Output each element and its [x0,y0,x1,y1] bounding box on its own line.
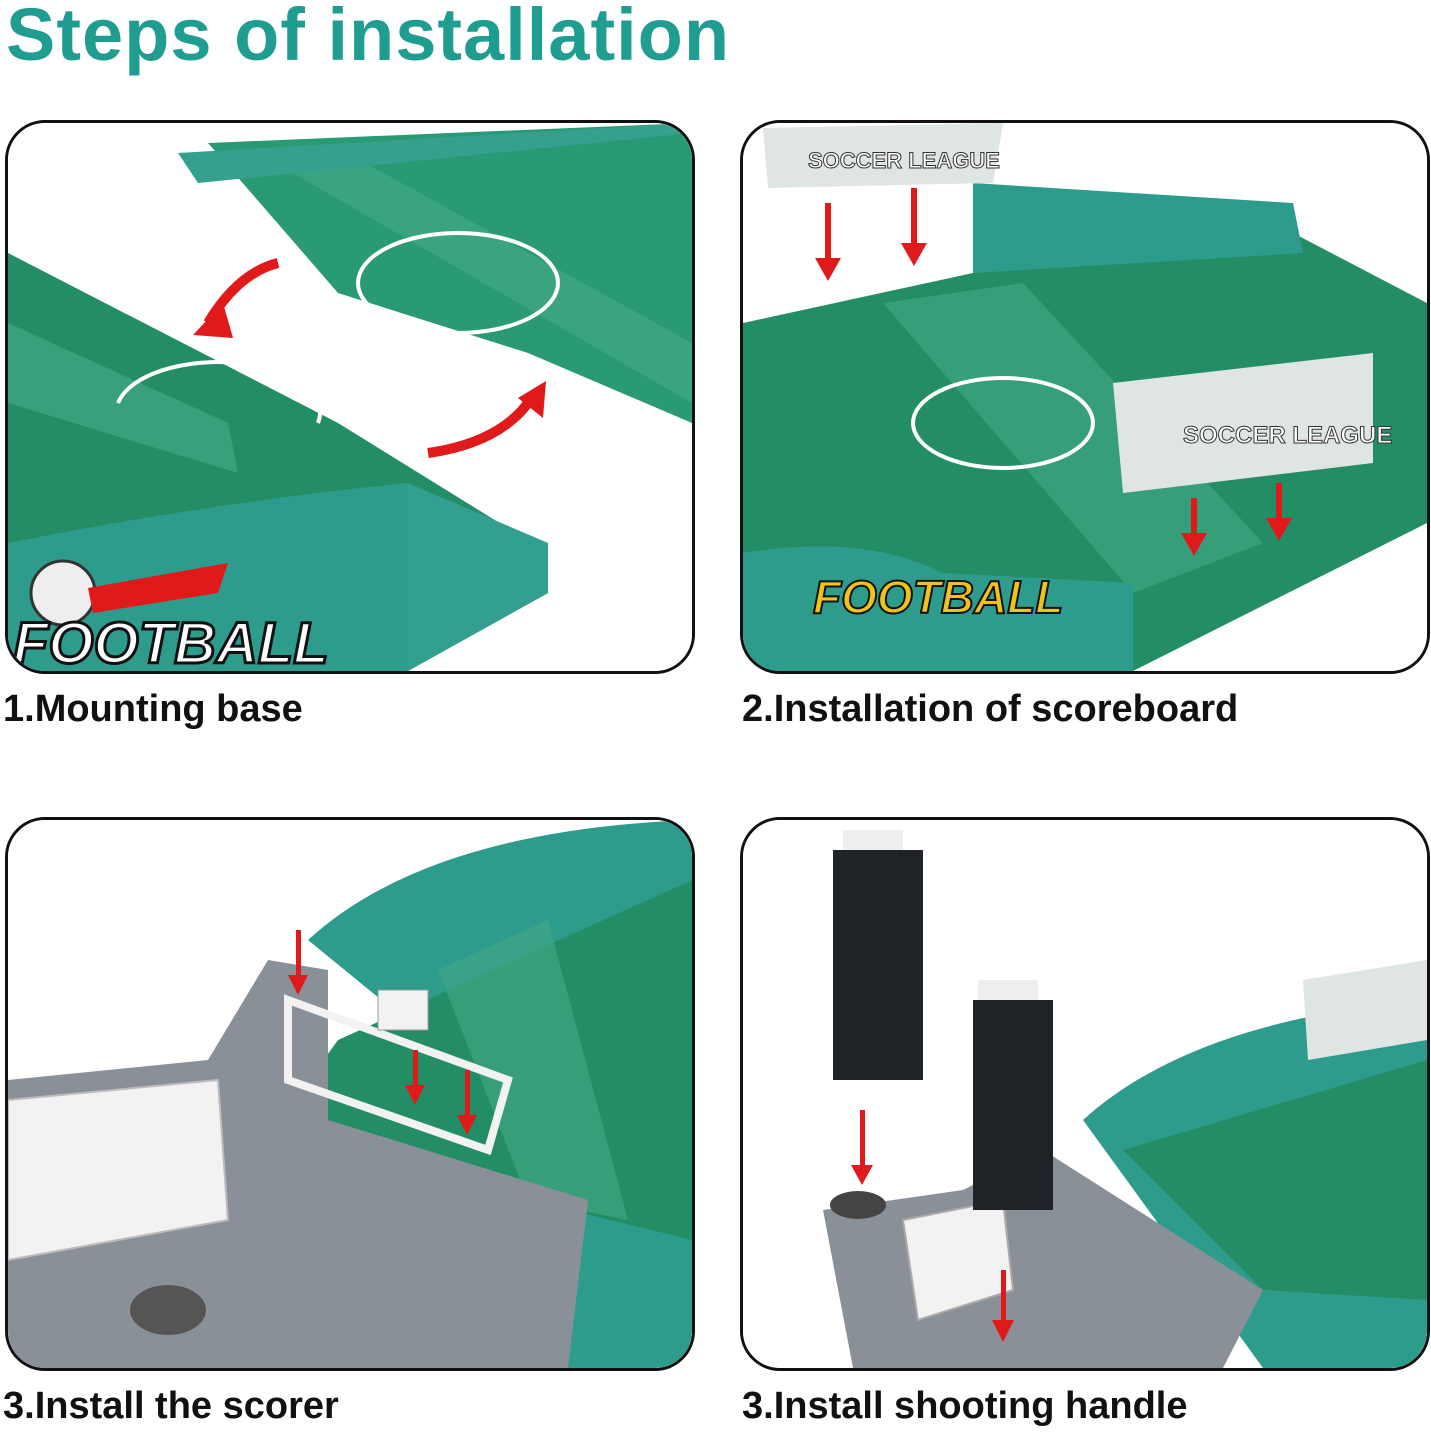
step-3-caption: 3.Install the scorer [3,1385,339,1427]
step-4-image [740,817,1430,1371]
step-2-image: SOCCER LEAGUE SOCCER LEAGUE FOOTBALL [740,120,1430,674]
step-2-caption: 2.Installation of scoreboard [742,688,1239,730]
step-1-image: FOOTBALL [5,120,695,674]
svg-text:FOOTBALL: FOOTBALL [813,571,1063,623]
step-4-caption: 3.Install shooting handle [742,1385,1188,1427]
step-3-image [5,817,695,1371]
football-logo: FOOTBALL [13,611,329,671]
svg-text:SOCCER LEAGUE: SOCCER LEAGUE [1183,422,1392,449]
soccer-league-sign: SOCCER LEAGUE [808,148,1000,173]
page-title: Steps of installation [6,0,731,76]
step-1-caption: 1.Mounting base [3,688,303,730]
